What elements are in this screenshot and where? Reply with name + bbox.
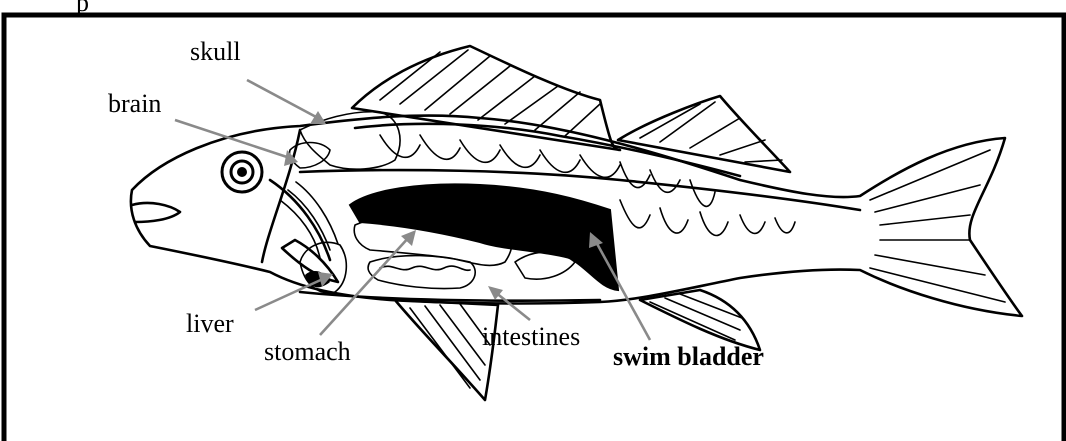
intestine-coils xyxy=(380,266,470,270)
lower-organ xyxy=(515,252,575,279)
label-swim-bladder: swim bladder xyxy=(613,342,764,371)
tail-fin-rays xyxy=(870,150,1005,302)
label-stomach: stomach xyxy=(264,337,351,366)
label-skull: skull xyxy=(190,37,241,66)
leader-swim-bladder xyxy=(589,232,650,340)
dorsal-line xyxy=(355,124,740,176)
swim-bladder-organ xyxy=(350,184,618,290)
fish-mouth xyxy=(132,203,180,222)
fish-eye-pupil xyxy=(237,167,247,177)
operculum-line xyxy=(270,180,330,260)
label-liver: liver xyxy=(186,309,234,338)
intestines-organ xyxy=(368,256,475,289)
label-intestines: intestines xyxy=(482,322,580,351)
belly-line xyxy=(300,292,600,301)
leader-skull xyxy=(247,80,326,124)
label-brain: brain xyxy=(108,89,161,118)
soft-dorsal-fin xyxy=(618,96,790,172)
anal-fin xyxy=(640,290,760,350)
